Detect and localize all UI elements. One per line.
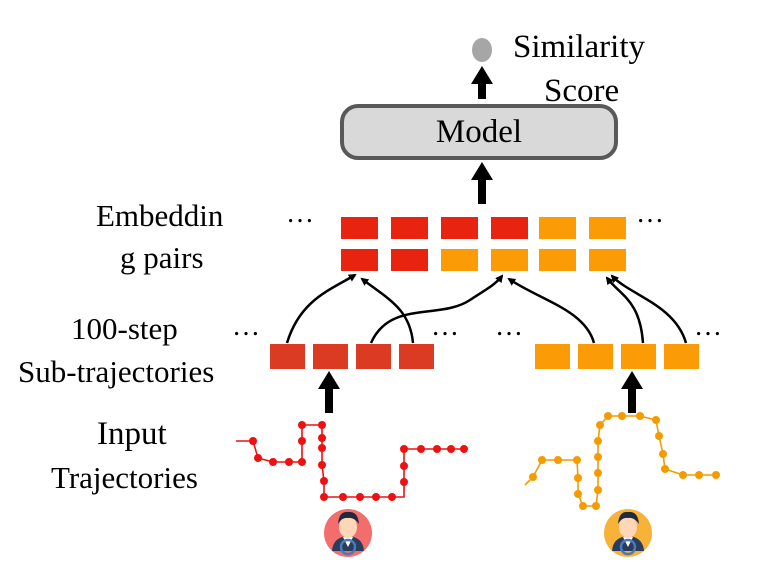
pair-arrow-5 [605, 276, 645, 344]
embedding-label-line1: Embeddin [96, 198, 224, 233]
embedding-cell-top-3 [441, 217, 478, 239]
arrow-embeddings-to-model [471, 162, 493, 204]
sub-cell-left-1 [270, 344, 305, 369]
embedding-cell-bottom-3 [441, 249, 478, 271]
model-box: Model [340, 104, 618, 160]
embedding-ellipsis-right: … [636, 198, 665, 229]
sub-trajectories: 100-step Sub-trajectories … … … … [18, 311, 723, 389]
sub-cell-right-3 [621, 344, 656, 369]
embedding-cell-top-5 [539, 217, 576, 239]
similarity-label: Similarity [513, 29, 646, 65]
sub-cell-left-3 [356, 344, 391, 369]
embedding-label-line2: g pairs [120, 240, 204, 275]
input-label-line2: Trajectories [51, 460, 198, 495]
pair-arrow-4 [507, 277, 596, 344]
embedding-ellipsis-left: … [286, 198, 315, 229]
sub-ellipsis-left: … [232, 311, 261, 342]
pair-arrow-1 [285, 273, 357, 344]
left-user-avatar [324, 509, 372, 557]
sub-ellipsis-right: … [694, 311, 723, 342]
similarity-output: Similarity Score [472, 29, 646, 109]
embedding-cell-bottom-6 [589, 249, 626, 271]
right-trajectory [524, 412, 720, 510]
sub-cell-right-1 [535, 344, 570, 369]
arrow-left-input-to-sub [318, 371, 340, 413]
embedding-cell-top-6 [589, 217, 626, 239]
embedding-cell-top-2 [391, 217, 428, 239]
pair-arrow-6 [610, 274, 688, 344]
input-label-line1: Input [97, 416, 167, 452]
model-label: Model [436, 114, 522, 150]
embedding-cell-bottom-5 [539, 249, 576, 271]
score-label: Score [544, 73, 619, 109]
user-avatars [324, 509, 652, 557]
embedding-cell-bottom-2 [391, 249, 428, 271]
input-trajectories: Input Trajectories [51, 412, 720, 510]
sub-cell-right-2 [578, 344, 613, 369]
left-trajectory [236, 421, 468, 501]
model-block [340, 104, 618, 160]
pair-arrow-3 [369, 274, 504, 344]
embedding-cell-top-4 [491, 217, 528, 239]
right-user-avatar [604, 509, 652, 557]
embedding-cell-bottom-4 [491, 249, 528, 271]
sub-label-line1: 100-step [71, 311, 178, 346]
arrow-right-input-to-sub [621, 371, 643, 413]
flow-arrows [318, 66, 643, 413]
pair-arrow-2 [360, 277, 415, 344]
sub-ellipsis-mid-1: … [431, 311, 460, 342]
arrow-model-to-score [471, 66, 493, 99]
embedding-cell-top-1 [341, 217, 378, 239]
pairing-arrows [285, 273, 688, 344]
sub-label-line2: Sub-trajectories [18, 354, 214, 389]
sub-cell-left-4 [399, 344, 434, 369]
embedding-cell-bottom-1 [341, 249, 378, 271]
sub-ellipsis-mid-2: … [495, 311, 524, 342]
sub-cell-right-4 [664, 344, 699, 369]
sub-cell-left-2 [313, 344, 348, 369]
score-dot [472, 38, 492, 62]
embedding-pairs: Embeddin g pairs … … [96, 198, 665, 275]
